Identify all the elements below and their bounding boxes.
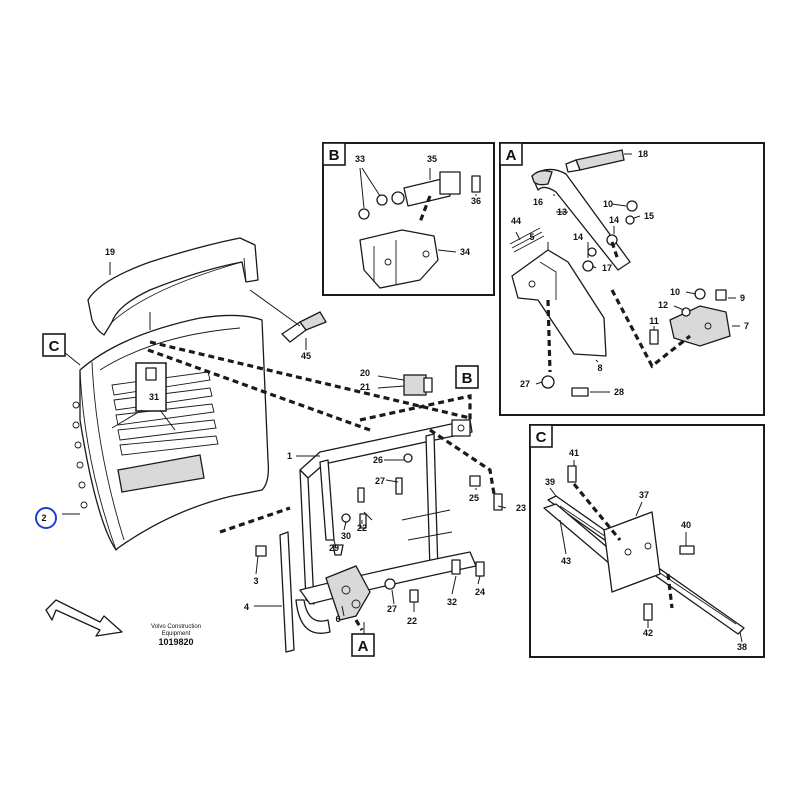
panel-c-tag: C [536,429,547,446]
callout-45[interactable]: 45 [301,351,311,361]
callout-23[interactable]: 23 [516,503,526,513]
callout-26[interactable]: 26 [373,455,383,465]
part-13-handle [531,168,631,271]
main-leaders [62,262,507,634]
callout-35[interactable]: 35 [427,154,437,164]
callout-37[interactable]: 37 [639,490,649,500]
callout-16[interactable]: 16 [533,197,543,207]
callout-10b[interactable]: 10 [603,199,613,209]
callout-27c[interactable]: 27 [520,379,530,389]
callout-38[interactable]: 38 [737,642,747,652]
callout-36[interactable]: 36 [471,196,481,206]
callout-3[interactable]: 3 [253,576,258,586]
panel-b-tag: B [329,147,340,164]
callout-28[interactable]: 28 [614,387,624,397]
tag-a-main-label: A [358,638,369,655]
drawing-number: 1019820 [158,637,193,647]
callout-30[interactable]: 30 [341,531,351,541]
inset-bracket-31 [111,362,176,431]
callout-2[interactable]: 2 [41,513,46,523]
callout-6[interactable]: 6 [335,614,340,624]
part-2-grille-shell [72,314,270,551]
callout-19[interactable]: 19 [105,247,115,257]
main-fasteners [255,453,503,603]
credit-line-1: Volvo Construction [151,624,201,630]
callout-9[interactable]: 9 [740,293,745,303]
callout-29[interactable]: 29 [329,543,339,553]
direction-arrow-icon [45,599,123,637]
tag-c-main: C [42,333,66,357]
callout-5[interactable]: 5 [529,232,534,242]
callout-11[interactable]: 11 [649,316,659,326]
callout-21[interactable]: 21 [360,382,370,392]
callout-8[interactable]: 8 [597,363,602,373]
grille-ribs [72,401,88,509]
callout-13[interactable]: 13 [557,207,567,217]
part-36-screw [471,175,481,193]
callout-7[interactable]: 7 [744,321,749,331]
callout-42[interactable]: 42 [643,628,653,638]
part-37-plate [603,511,661,593]
callout-12[interactable]: 12 [658,300,668,310]
part-19-top-cover [87,237,259,336]
callout-39[interactable]: 39 [545,477,555,487]
callout-17[interactable]: 17 [602,263,612,273]
part-4-side-bar [279,531,331,653]
main-callouts: 1 2 3 4 6 19 20 21 22 22 23 24 25 26 27 … [41,247,526,626]
panel-b: B 33 34 35 36 [322,142,495,296]
callout-43[interactable]: 43 [561,556,571,566]
part-33-bushings [358,194,388,220]
callout-32[interactable]: 32 [447,597,457,607]
part-45-tube [281,311,327,343]
callout-14a[interactable]: 14 [609,215,619,225]
callout-40[interactable]: 40 [681,520,691,530]
part-5-bracket [511,249,607,357]
grille-slots [111,371,219,456]
callout-44[interactable]: 44 [511,216,521,226]
part-6-latch [325,565,371,621]
credit-line-2: Equipment [162,631,191,637]
tag-a-main: A [351,633,375,657]
callout-15[interactable]: 15 [644,211,654,221]
callout-33[interactable]: 33 [355,154,365,164]
callout-27a[interactable]: 27 [375,476,385,486]
panel-a-tag: A [506,147,517,164]
tag-b-main: B [455,365,479,389]
callout-31[interactable]: 31 [149,392,159,402]
panel-c: C 37 38 39 40 41 42 4 [529,424,765,658]
callout-2-highlight[interactable] [35,507,57,529]
panel-a: A [499,142,765,416]
callout-27b[interactable]: 27 [387,604,397,614]
part-35-pin [391,171,461,207]
callout-22b[interactable]: 22 [407,616,417,626]
part-44-spring [509,227,545,253]
part-34-hinge-bracket [359,229,439,289]
part-18-tube [565,149,625,173]
callout-18[interactable]: 18 [638,149,648,159]
callout-24[interactable]: 24 [475,587,485,597]
callout-41[interactable]: 41 [569,448,579,458]
main-dashed-lines [147,340,496,631]
callout-34[interactable]: 34 [460,247,470,257]
credit-block: Volvo Construction Equipment 1019820 [151,624,201,647]
tag-c-main-label: C [49,338,60,355]
callout-22a[interactable]: 22 [357,523,367,533]
part-1-support-frame [299,419,477,605]
part-20-clamp [403,374,433,396]
callout-4[interactable]: 4 [244,602,249,612]
callout-1[interactable]: 1 [287,451,292,461]
callout-14b[interactable]: 14 [573,232,583,242]
callout-10a[interactable]: 10 [670,287,680,297]
callout-25[interactable]: 25 [469,493,479,503]
callout-20[interactable]: 20 [360,368,370,378]
tag-b-main-label: B [462,370,473,387]
